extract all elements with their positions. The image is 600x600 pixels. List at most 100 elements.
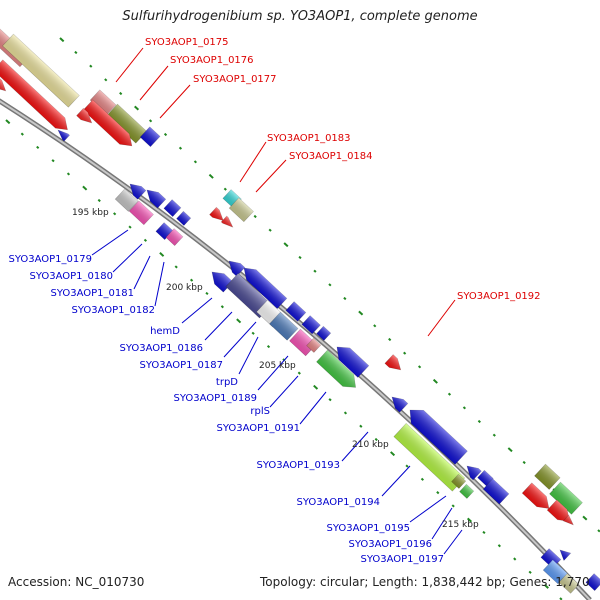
leader-line: [255, 159, 287, 193]
gene-feature: [228, 260, 246, 277]
gene-feature-shade: [547, 499, 570, 522]
gene-feature: [301, 315, 321, 335]
gc-dot: [373, 324, 377, 328]
gene-feature-shade: [58, 130, 70, 142]
gc-dot: [193, 160, 198, 164]
gene-feature-shade: [176, 211, 191, 226]
gene-feature: [106, 103, 148, 144]
reverse-gene-label: SYO3AOP1_0189: [173, 393, 257, 404]
gene-feature-shade: [106, 104, 147, 144]
gc-dot: [543, 583, 549, 589]
leader-line: [115, 47, 144, 83]
reverse-gene-label: rplS: [250, 406, 270, 417]
gene-feature-shade: [2, 34, 80, 108]
gc-dot: [251, 331, 255, 335]
forward-gene-label: SYO3AOP1_0184: [289, 151, 373, 162]
gc-dot: [113, 212, 117, 216]
gene-feature: [163, 199, 182, 217]
gene-feature: [542, 559, 568, 585]
gc-dot: [513, 557, 517, 561]
gc-dot: [359, 424, 363, 428]
gc-dot: [388, 337, 392, 342]
gene-feature: [209, 206, 224, 222]
gc-dot: [266, 344, 271, 349]
gene-feature: [165, 228, 184, 246]
gene-feature: [2, 33, 80, 108]
gc-dot: [143, 238, 148, 242]
gc-dot: [405, 464, 409, 468]
gc-dot: [436, 491, 440, 495]
gene-feature-shade: [285, 301, 306, 322]
gc-dot: [104, 78, 108, 82]
gene-feature-shade: [306, 338, 321, 353]
leader-line: [159, 84, 191, 119]
gc-dot: [163, 132, 168, 137]
gene-feature-shade: [477, 470, 494, 486]
scale-label: 195 kbp: [72, 208, 109, 218]
gene-feature: [128, 200, 154, 226]
gc-dot: [582, 515, 588, 521]
reverse-gene-label: SYO3AOP1_0181: [50, 288, 134, 299]
gene-feature: [521, 482, 550, 509]
gene-feature-shade: [316, 326, 331, 341]
gc-dot: [159, 252, 165, 257]
gc-dot: [432, 378, 438, 384]
gene-feature-shade: [225, 273, 272, 318]
gene-feature-shade: [221, 216, 233, 228]
gene-feature-shade: [337, 347, 369, 378]
gene-feature-shade: [543, 559, 568, 584]
gc-dot: [466, 517, 473, 523]
gc-dot: [313, 384, 319, 390]
gene-feature-shade: [560, 550, 571, 561]
gene-feature-shade: [316, 350, 356, 388]
gc-dot: [205, 291, 209, 296]
map-title: Sulfurihydrogenibium sp. YO3AOP1, comple…: [122, 9, 478, 24]
gene-feature: [559, 549, 572, 562]
gc-dot: [492, 433, 496, 437]
gene-feature-shade: [147, 190, 166, 209]
gc-dot: [268, 228, 272, 232]
reverse-gene-label: SYO3AOP1_0180: [29, 271, 113, 282]
gc-dot: [119, 91, 123, 96]
gene-feature: [0, 75, 7, 92]
gene-feature: [289, 328, 317, 357]
gc-dot: [358, 310, 364, 316]
leader-line: [443, 529, 463, 555]
gc-dot: [89, 64, 93, 68]
leader-line: [381, 465, 411, 497]
reverse-gene-label: SYO3AOP1_0191: [216, 423, 300, 434]
gene-feature: [243, 267, 288, 310]
gene-feature-shade: [90, 89, 116, 116]
gc-dot: [189, 278, 194, 282]
leader-line: [269, 375, 299, 408]
gene-feature-shade: [451, 474, 466, 489]
gene-feature-shade: [483, 478, 509, 505]
gc-dot: [462, 406, 467, 410]
reverse-gene-label: SYO3AOP1_0186: [119, 343, 203, 354]
gene-feature: [228, 197, 254, 223]
reverse-gene-label: SYO3AOP1_0196: [348, 539, 432, 550]
gc-dot: [447, 392, 452, 396]
gene-feature: [549, 481, 583, 515]
gc-dot: [174, 265, 178, 269]
genome-backbone: [0, 98, 592, 600]
gc-dot: [128, 225, 132, 229]
gene-feature-shade: [522, 482, 549, 509]
gene-feature: [139, 126, 161, 148]
gene-feature: [409, 409, 468, 465]
gene-feature: [451, 473, 467, 489]
gene-feature-shade: [130, 184, 146, 200]
gene-feature: [129, 183, 147, 200]
gene-feature: [459, 483, 475, 499]
gene-feature-shade: [558, 573, 579, 594]
gc-dot: [134, 105, 140, 111]
gc-dot: [403, 351, 407, 355]
gc-dot: [253, 214, 257, 219]
gc-dot: [36, 145, 40, 149]
leader-line: [409, 495, 447, 523]
gc-dot: [343, 296, 347, 301]
gc-dot: [51, 159, 55, 163]
